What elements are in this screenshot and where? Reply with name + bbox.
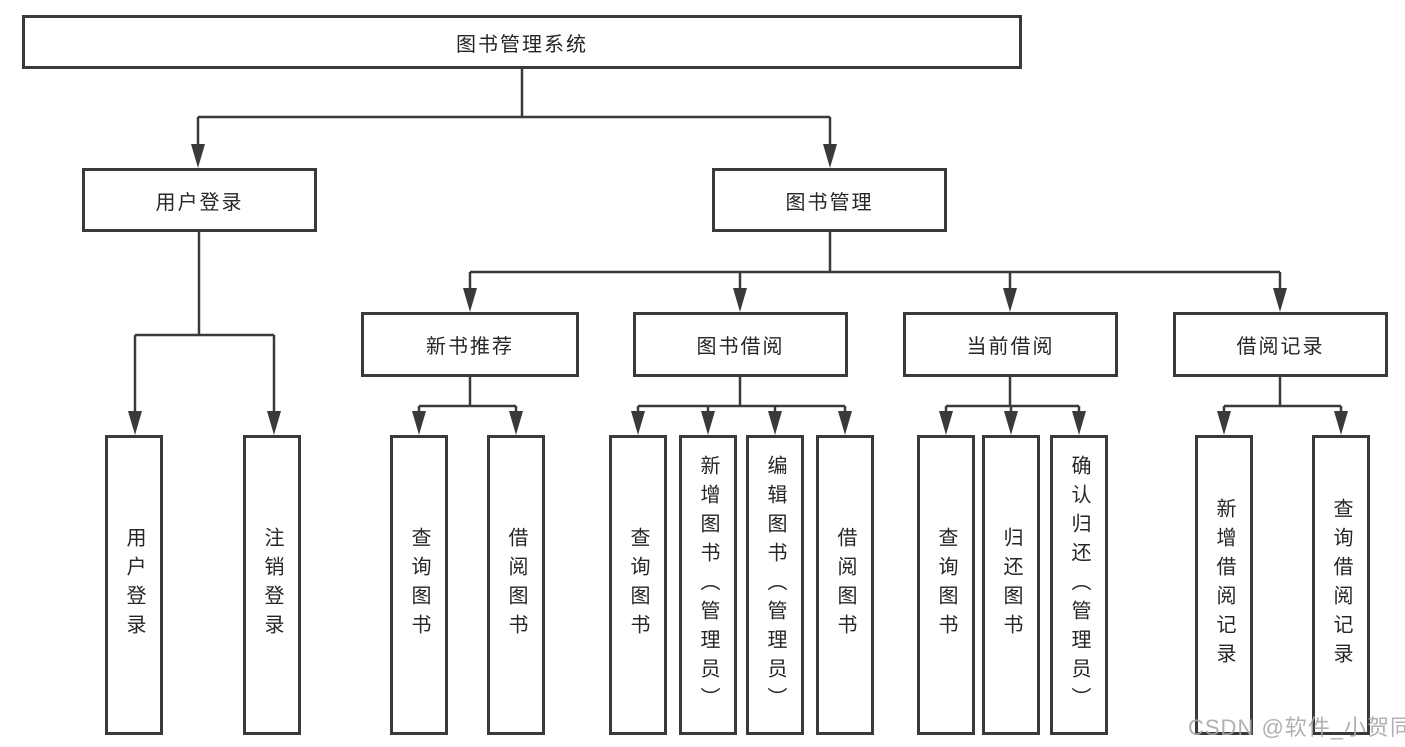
arrowhead-borrow	[733, 288, 747, 312]
arrowhead-logout-leaf	[267, 411, 281, 435]
arrowhead-record	[1273, 288, 1287, 312]
leaf-borrow-add-books-admin: 新增图书（管理员）	[679, 435, 737, 735]
arrowhead-bb-edit	[768, 411, 782, 435]
leaf-record-query-borrow-record: 查询借阅记录	[1312, 435, 1370, 735]
arrowhead-br-add	[1217, 411, 1231, 435]
leaf-current-query-books: 查询图书	[917, 435, 975, 735]
leaf-current-confirm-return-admin: 确认归还（管理员）	[1050, 435, 1108, 735]
arrowhead-bb-borrow	[838, 411, 852, 435]
arrowhead-br-query	[1334, 411, 1348, 435]
arrowhead-cb-query	[939, 411, 953, 435]
node-book-borrow: 图书借阅	[633, 312, 848, 377]
leaf-borrow-edit-books-admin: 编辑图书（管理员）	[746, 435, 804, 735]
csdn-watermark: CSDN @软件_小贺同学	[1188, 715, 1405, 740]
node-book-management: 图书管理	[712, 168, 947, 232]
arrowhead-bb-add	[701, 411, 715, 435]
leaf-user-login: 用户登录	[105, 435, 163, 735]
arrowhead-cb-confirm	[1072, 411, 1086, 435]
arrowhead-userlogin-leaf	[128, 411, 142, 435]
leaf-record-add-borrow-record: 新增借阅记录	[1195, 435, 1253, 735]
leaf-newbook-borrow-books: 借阅图书	[487, 435, 545, 735]
leaf-borrow-borrow-books: 借阅图书	[816, 435, 874, 735]
node-current-borrow: 当前借阅	[903, 312, 1118, 377]
node-borrow-record: 借阅记录	[1173, 312, 1388, 377]
arrowhead-current	[1003, 288, 1017, 312]
node-new-book-recommend: 新书推荐	[361, 312, 579, 377]
node-library-management-system: 图书管理系统	[22, 15, 1022, 69]
arrowhead-mgmt	[823, 144, 837, 168]
node-user-login: 用户登录	[82, 168, 317, 232]
arrowhead-newbook	[463, 288, 477, 312]
leaf-logout: 注销登录	[243, 435, 301, 735]
arrowhead-login	[191, 144, 205, 168]
arrowhead-nb-borrow	[509, 411, 523, 435]
leaf-newbook-query-books: 查询图书	[390, 435, 448, 735]
arrowhead-bb-query	[631, 411, 645, 435]
arrowhead-cb-return	[1004, 411, 1018, 435]
arrowhead-nb-query	[412, 411, 426, 435]
leaf-current-return-books: 归还图书	[982, 435, 1040, 735]
leaf-borrow-query-books: 查询图书	[609, 435, 667, 735]
